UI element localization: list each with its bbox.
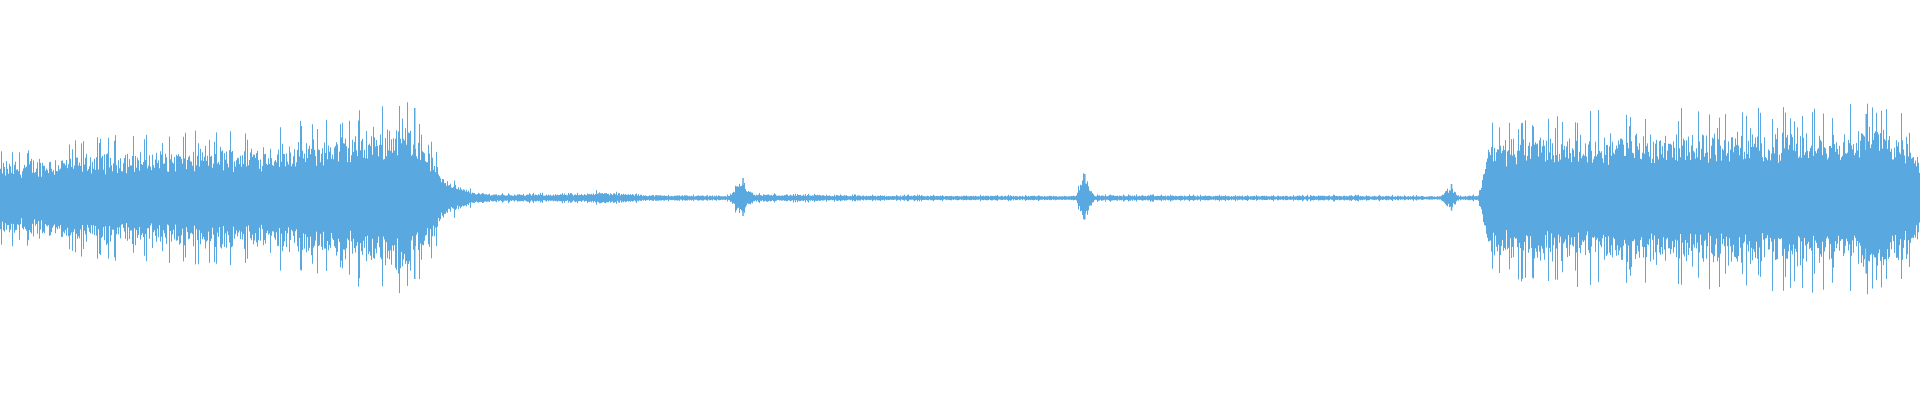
waveform-samples: [0, 102, 1920, 295]
